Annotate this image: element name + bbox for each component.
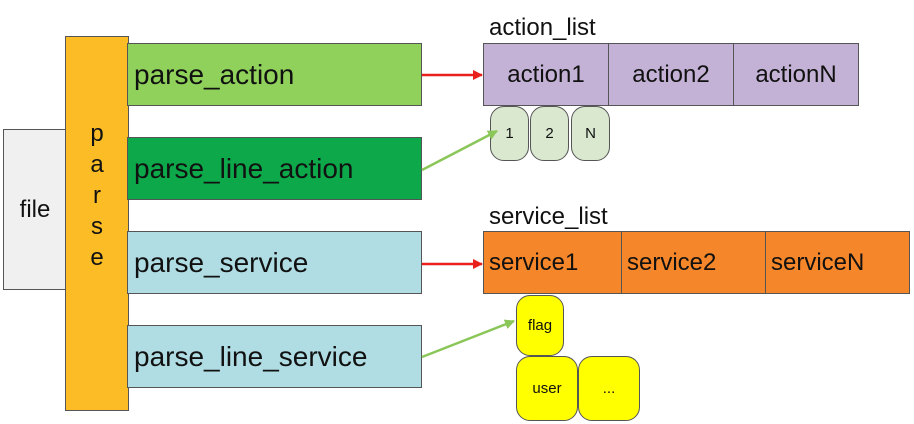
service-subitem: ... — [578, 356, 640, 421]
action-list-cell: action2 — [608, 43, 734, 106]
service-subitem: user — [516, 356, 578, 421]
parse-letter: p — [90, 120, 104, 147]
parse-action-box: parse_action — [127, 43, 422, 106]
service-list-cell: service2 — [621, 231, 766, 294]
parse-label: p a r s e — [90, 118, 103, 273]
parse-letter: a — [90, 151, 104, 178]
parse-line-service-box: parse_line_service — [127, 325, 422, 388]
action-list-title: action_list — [489, 14, 596, 41]
parse-box: p a r s e — [65, 36, 129, 411]
service-list-cell: service1 — [483, 231, 622, 294]
parse-letter: e — [90, 244, 104, 271]
action-list-cell: actionN — [733, 43, 859, 106]
parse-letter: r — [92, 182, 101, 209]
action-subitem: N — [571, 106, 610, 161]
service-list-cell: serviceN — [765, 231, 910, 294]
parse-line-action-label: parse_line_action — [134, 152, 354, 184]
action-subitem: 2 — [530, 106, 569, 161]
action-list-cell: action1 — [483, 43, 609, 106]
file-box: file — [3, 129, 67, 290]
arrow-line-action-to-subitems — [421, 129, 498, 172]
service-list-title: service_list — [489, 203, 608, 230]
service-subitem: flag — [516, 295, 564, 356]
file-label: file — [19, 195, 51, 223]
parse-letter: s — [90, 213, 103, 240]
parse-line-service-label: parse_line_service — [134, 340, 368, 372]
parse-service-label: parse_service — [134, 246, 309, 278]
parse-service-box: parse_service — [127, 231, 422, 294]
parse-action-label: parse_action — [134, 58, 295, 90]
parse-line-action-box: parse_line_action — [127, 137, 422, 200]
arrow-line-service-to-subitems — [421, 319, 515, 359]
